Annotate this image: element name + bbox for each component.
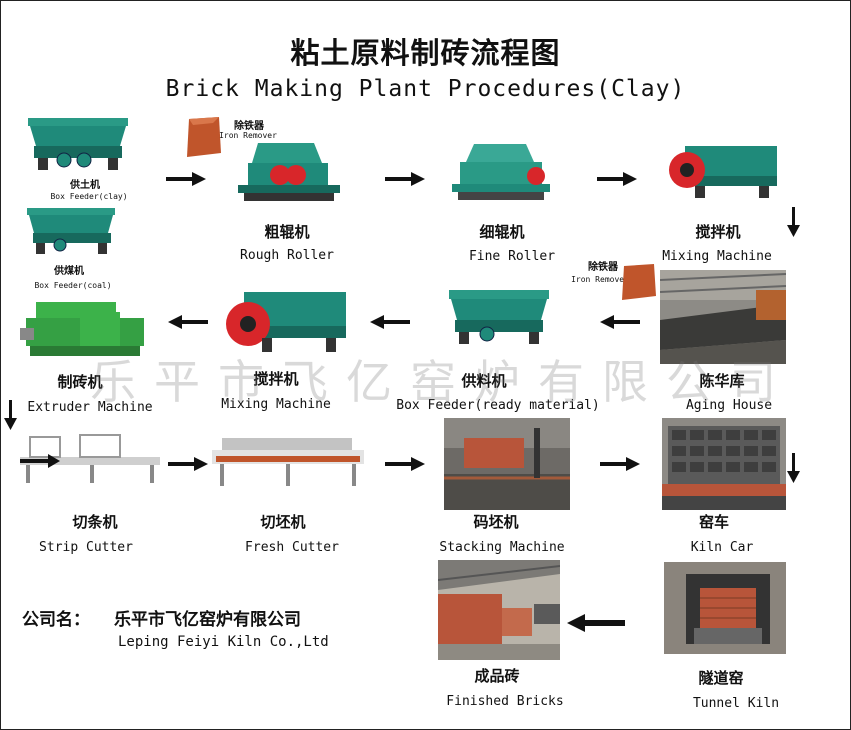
fine-roller-label-en: Fine Roller (468, 249, 556, 264)
fine-roller-image (448, 142, 553, 204)
arrow-feeder-to-rough-roller (166, 172, 206, 186)
company-name-en: Leping Feiyi Kiln Co.,Ltd (118, 634, 329, 650)
strip-cutter-image (20, 433, 160, 485)
kiln-car-label-cn: 窑车 (698, 513, 730, 531)
box-feeder-clay-label-cn: 供土机 (70, 180, 100, 191)
fresh-cutter-image (212, 436, 364, 492)
stacking-machine-label-en: Stacking Machine (439, 540, 565, 555)
finished-bricks-label-en: Finished Bricks (446, 694, 564, 709)
tunnel-kiln-label-en: Tunnel Kiln (692, 696, 780, 711)
fresh-cutter-label-en: Fresh Cutter (245, 540, 339, 555)
mixing-machine-2-image (222, 286, 352, 358)
iron-remover-1-image (183, 115, 223, 159)
company-name-cn-line: 公司名： 乐平市飞亿窑炉有限公司 (22, 605, 301, 630)
mixing-machine-1-image (665, 140, 783, 202)
box-feeder-clay-image (24, 116, 132, 174)
box-feeder-coal-label-en: Box Feeder(coal) (34, 281, 112, 290)
mixing-machine-2-label-cn: 搅拌机 (253, 370, 299, 388)
arrow-fine-roller-to-mixer (597, 172, 637, 186)
arrow-rough-to-fine-roller (385, 172, 425, 186)
arrow-mixer-2-to-extruder (168, 315, 208, 329)
mixing-machine-2-label-en: Mixing Machine (221, 397, 331, 412)
iron-remover-1-label-cn: 除铁器 (234, 121, 264, 132)
page-title-cn: 粘土原料制砖流程图 (290, 36, 561, 70)
page-title-en: Brick Making Plant Procedures(Clay) (165, 76, 686, 102)
mixing-machine-1-label-cn: 搅拌机 (695, 223, 741, 241)
aging-house-image (660, 270, 786, 364)
box-feeder-coal-label-cn: 供煤机 (54, 266, 84, 277)
kiln-car-label-en: Kiln Car (690, 540, 754, 555)
tunnel-kiln-image (664, 562, 786, 654)
finished-bricks-label-cn: 成品砖 (474, 667, 520, 685)
box-feeder-ready-label-cn: 供料机 (461, 372, 507, 390)
mixing-machine-1-label-en: Mixing Machine (662, 249, 772, 264)
fine-roller-label-cn: 细辊机 (479, 223, 525, 241)
tunnel-kiln-label-cn: 隧道窑 (698, 669, 744, 687)
arrow-strip-to-fresh-cutter (168, 457, 208, 471)
rough-roller-label-en: Rough Roller (240, 248, 334, 263)
arrow-extruder-down-to-strip-cutter (4, 400, 17, 430)
arrow-fresh-cutter-to-stacking (385, 457, 425, 471)
arrow-mixer-down-to-aging (787, 207, 800, 237)
arrow-box-feeder-to-mixer-2 (370, 315, 410, 329)
aging-house-label-en: Aging House (685, 398, 773, 413)
arrow-tunnel-kiln-to-finished-bricks (567, 614, 625, 632)
iron-remover-2-label-cn: 除铁器 (588, 262, 618, 273)
arrow-kiln-car-down-to-tunnel-kiln (787, 453, 800, 483)
fresh-cutter-label-cn: 切坯机 (260, 513, 306, 531)
arrow-stacking-to-kiln-car (600, 457, 640, 471)
finished-bricks-image (438, 560, 560, 660)
box-feeder-clay-label-en: Box Feeder(clay) (50, 192, 128, 201)
box-feeder-ready-image (445, 286, 553, 348)
stacking-machine-label-cn: 码坯机 (473, 513, 519, 531)
strip-cutter-label-cn: 切条机 (72, 513, 118, 531)
rough-roller-label-cn: 粗辊机 (264, 223, 310, 241)
aging-house-label-cn: 陈华库 (699, 372, 745, 390)
kiln-car-image (662, 418, 786, 510)
company-name-cn: 乐平市飞亿窑炉有限公司 (114, 610, 301, 630)
iron-remover-2-image (616, 262, 658, 302)
arrow-aging-to-box-feeder (600, 315, 640, 329)
iron-remover-2-label-en: Iron Remover (571, 275, 629, 284)
iron-remover-1-label-en: Iron Remover (219, 131, 277, 140)
rough-roller-image (234, 139, 344, 207)
box-feeder-coal-image (24, 206, 119, 258)
extruder-machine-image (20, 298, 150, 366)
company-label: 公司名： (22, 610, 90, 630)
extruder-machine-label-cn: 制砖机 (57, 373, 103, 391)
company-watermark: 乐平市飞亿窑炉有限公司 (90, 355, 794, 409)
extruder-machine-label-en: Extruder Machine (27, 400, 153, 415)
strip-cutter-label-en: Strip Cutter (39, 540, 133, 555)
box-feeder-ready-label-en: Box Feeder(ready material) (396, 398, 600, 413)
stacking-machine-image (444, 418, 570, 510)
